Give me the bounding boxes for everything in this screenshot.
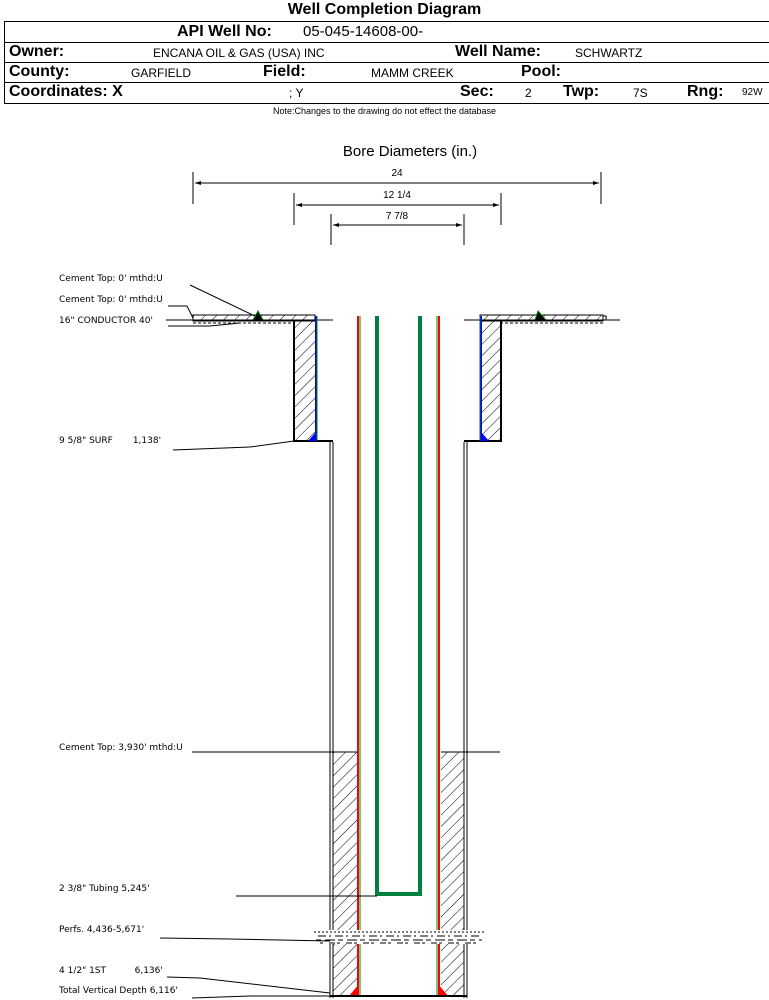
callout-tubing: 2 3/8" Tubing 5,245': [59, 884, 150, 894]
leader-perfs: [159, 937, 331, 942]
county-value: GARFIELD: [131, 66, 192, 80]
production-casing-shoe-right: [438, 984, 448, 996]
surface-hole-wall-right: [464, 321, 502, 442]
production-cement-left: [333, 752, 357, 996]
surface-cement-right: [481, 321, 501, 441]
twp-label: Twp:: [563, 83, 600, 100]
bore-label-7-7-8: 7 7/8: [386, 211, 409, 222]
field-label: Field:: [263, 63, 306, 80]
sec-value: 2: [525, 86, 532, 100]
callout-cement-top-1: Cement Top: 0' mthd:U: [59, 274, 163, 284]
surface-casing-shoe-left: [308, 432, 316, 441]
tubing: [375, 316, 422, 896]
bore-label-24: 24: [391, 168, 403, 179]
production-casing-right: [436, 316, 440, 996]
production-hole-wall-right: [463, 442, 468, 998]
surface-cement-left: [294, 321, 315, 441]
production-casing-shoe-left: [349, 984, 359, 996]
bore-dimension-7-7-8: 7 7/8: [330, 211, 465, 245]
callout-surface-casing: 9 5/8" SURF 1,138': [59, 436, 161, 446]
bore-diameters-title: Bore Diameters (in.): [343, 143, 477, 160]
owner-row: Owner: ENCANA OIL & GAS (USA) INC Well N…: [5, 42, 769, 63]
well-name-label: Well Name:: [455, 43, 541, 60]
leader-tvd: [191, 995, 330, 999]
field-value: MAMM CREEK: [371, 66, 454, 80]
rng-value: 92W: [742, 87, 763, 98]
pool-label: Pool:: [521, 63, 561, 80]
twp-value: 7S: [633, 86, 648, 100]
database-note: Note:Changes to the drawing do not effec…: [273, 106, 496, 116]
leader-conductor: [168, 322, 241, 327]
coordinates-row: Coordinates: X ; Y Sec: 2 Twp: 7S Rng: 9…: [5, 82, 769, 102]
coordinates-y: ; Y: [289, 86, 304, 100]
api-label: API Well No:: [177, 23, 272, 40]
production-casing-left: [357, 316, 361, 996]
callout-total-vertical-depth: Total Vertical Depth 6,116': [58, 986, 178, 996]
coordinates-label: Coordinates: X: [9, 83, 123, 100]
production-cement-right: [441, 752, 464, 996]
county-label: County:: [9, 63, 70, 80]
bore-label-12-1-4: 12 1/4: [383, 190, 411, 201]
callout-perforations: Perfs. 4,436-5,671': [59, 925, 144, 935]
production-hole-wall-left: [329, 442, 334, 998]
api-value: 05-045-14608-00-: [303, 23, 424, 40]
perforations: [314, 930, 484, 944]
leader-cement-top-2: [168, 305, 194, 319]
surface-casing-shoe-right: [481, 432, 489, 441]
leader-production: [166, 976, 331, 994]
county-row: County: GARFIELD Field: MAMM CREEK Pool:: [5, 62, 769, 83]
sec-label: Sec:: [460, 83, 494, 100]
page-title: Well Completion Diagram: [287, 1, 482, 18]
bore-dimension-12-1-4: 12 1/4: [293, 190, 502, 225]
callout-cement-top-2: Cement Top: 0' mthd:U: [59, 295, 163, 305]
bore-dimension-24: 24: [192, 168, 602, 204]
well-header-table: API Well No: 05-045-14608-00- Owner: ENC…: [4, 21, 769, 104]
callout-conductor: 16" CONDUCTOR 40': [59, 316, 153, 326]
callout-production-casing: 4 1/2" 1ST 6,136': [59, 966, 163, 976]
leader-cement-top-1: [189, 284, 256, 317]
api-row: API Well No: 05-045-14608-00-: [5, 22, 769, 43]
callout-cement-top-3930: Cement Top: 3,930' mthd:U: [59, 743, 183, 753]
owner-value: ENCANA OIL & GAS (USA) INC: [153, 46, 325, 60]
rng-label: Rng:: [687, 83, 724, 100]
owner-label: Owner:: [9, 43, 65, 60]
leader-surface: [172, 440, 295, 451]
well-name-value: SCHWARTZ: [575, 46, 643, 60]
